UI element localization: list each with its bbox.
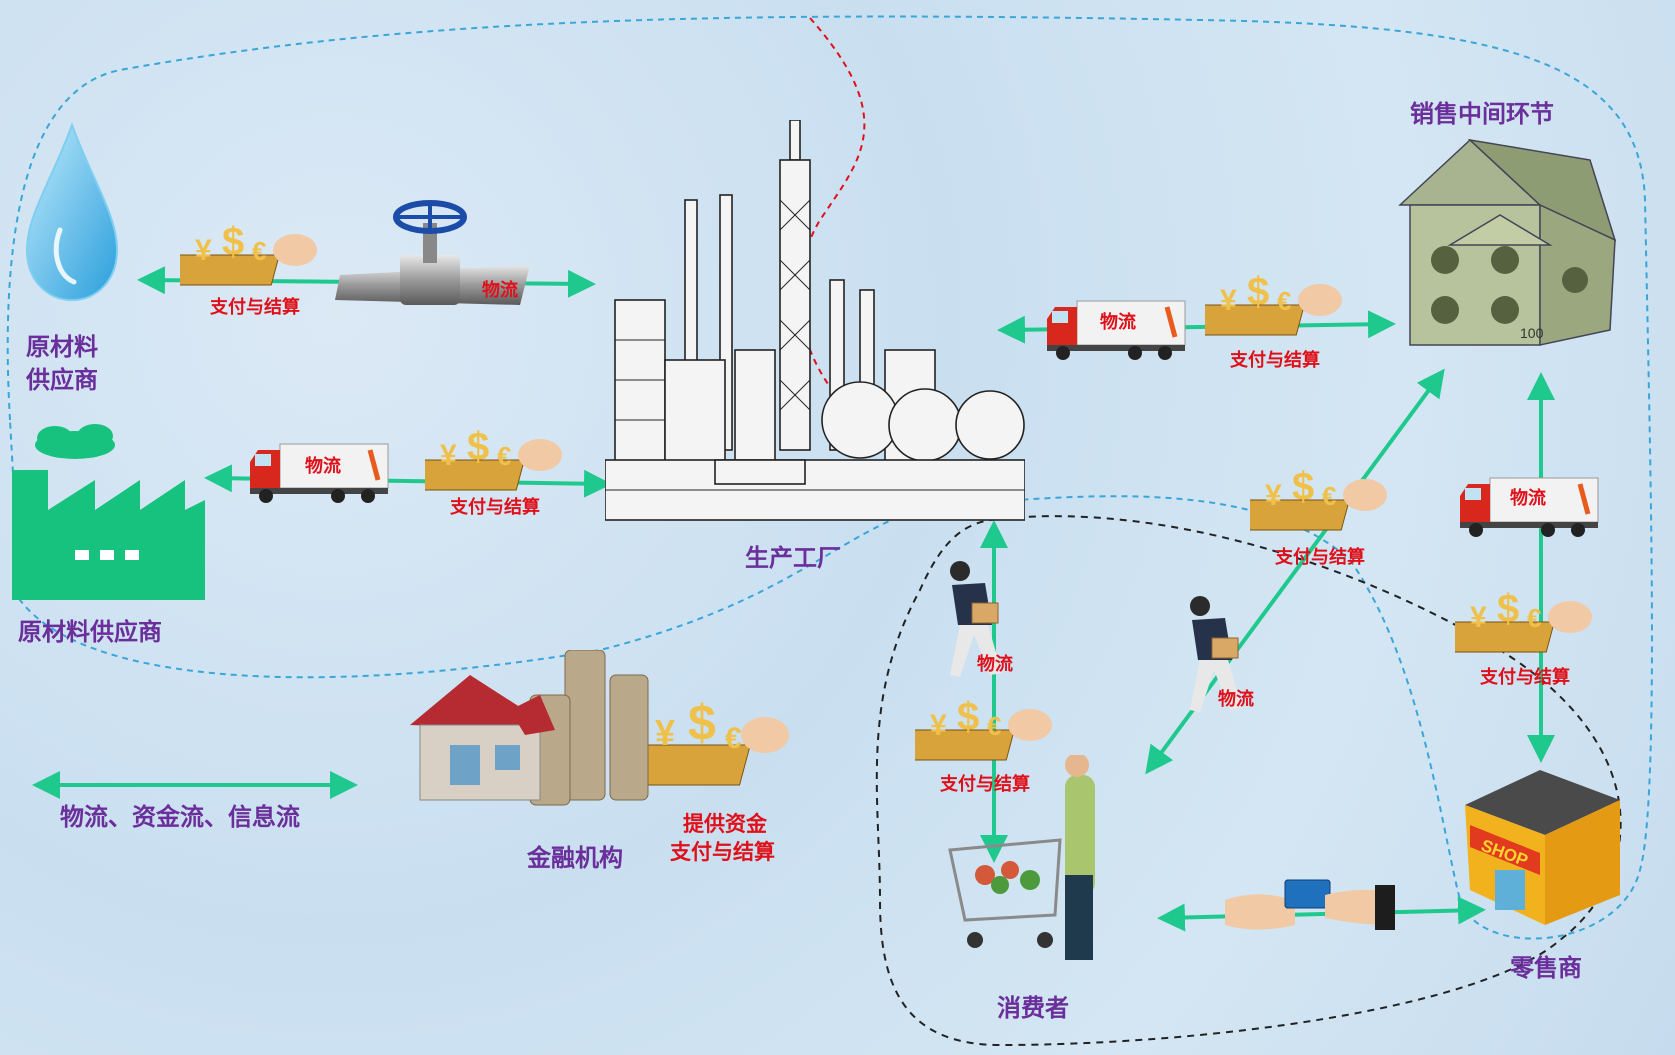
sales-middle-label: 销售中间环节 (1410, 100, 1554, 128)
card-exchange-icon (1225, 879, 1395, 930)
svg-text:¥: ¥ (930, 709, 947, 742)
svg-text:€: € (725, 722, 742, 755)
logistics-tag-sales: 物流 (1100, 312, 1136, 333)
courier-icon (950, 561, 1002, 677)
svg-text:€: € (1527, 603, 1541, 633)
svg-text:100: 100 (1520, 325, 1544, 341)
svg-text:€: € (1277, 286, 1291, 316)
factory-label: 生产工厂 (745, 544, 841, 572)
svg-text:¥: ¥ (195, 234, 212, 267)
factory-icon (12, 424, 205, 600)
retailer-label: 零售商 (1510, 954, 1582, 982)
logistics-tag-courier-2: 物流 (1218, 689, 1254, 710)
refinery-icon (605, 120, 1025, 521)
svg-text:$: $ (1292, 465, 1314, 509)
abacus-money-icon: ¥ $ € (1240, 460, 1390, 544)
svg-text:€: € (497, 441, 511, 471)
payment-tag-water: 支付与结算 (210, 297, 300, 318)
arrow-consumer-retailer (1157, 896, 1486, 932)
supplier-water-label-line1: 原材料 (26, 333, 98, 361)
finance-service-line2: 支付与结算 (670, 840, 775, 864)
svg-text:$: $ (1497, 587, 1519, 631)
svg-text:¥: ¥ (1470, 601, 1487, 634)
abacus-money-icon: ¥ $ € (415, 420, 565, 504)
payment-tag-consumer-sales: 支付与结算 (1275, 547, 1365, 568)
money-house-icon: 100 (1398, 138, 1617, 346)
logistics-tag-water: 物流 (482, 280, 518, 301)
abacus-money-icon: ¥ $ € (1445, 582, 1595, 666)
water-drop-icon (25, 122, 119, 302)
svg-text:$: $ (222, 220, 244, 264)
svg-text:$: $ (1247, 270, 1269, 314)
payment-tag-consumer: 支付与结算 (940, 774, 1030, 795)
svg-text:€: € (987, 711, 1001, 741)
svg-text:¥: ¥ (440, 439, 457, 472)
svg-text:$: $ (688, 695, 716, 751)
logistics-tag-courier-1: 物流 (977, 654, 1013, 675)
svg-text:¥: ¥ (1220, 284, 1237, 317)
supplier-water-label-line2: 供应商 (26, 366, 98, 394)
consumer-label: 消费者 (997, 994, 1069, 1022)
payment-tag-retailer: 支付与结算 (1480, 667, 1570, 688)
truck-icon (250, 443, 389, 503)
blue-dashed-boundary (6, 15, 1653, 940)
svg-text:$: $ (957, 695, 979, 739)
svg-text:$: $ (467, 425, 489, 469)
logistics-tag-supplier: 物流 (305, 456, 341, 477)
svg-text:¥: ¥ (1265, 479, 1282, 512)
bank-house-icon (410, 650, 649, 806)
abacus-money-icon: ¥ $ € (170, 215, 320, 299)
payment-tag-sales: 支付与结算 (1230, 350, 1320, 371)
courier-icon (1190, 596, 1242, 712)
finance-service-line1: 提供资金 (683, 812, 767, 836)
valve-pipe-icon (335, 200, 530, 305)
legend-label: 物流、资金流、信息流 (60, 803, 300, 831)
payment-tag-supplier: 支付与结算 (450, 497, 540, 518)
finance-label: 金融机构 (527, 844, 623, 872)
svg-text:¥: ¥ (655, 712, 675, 753)
svg-text:€: € (1322, 481, 1336, 511)
truck-icon (1047, 300, 1186, 360)
supplier-factory-label: 原材料供应商 (18, 618, 162, 646)
logistics-tag-retailer: 物流 (1510, 488, 1546, 509)
abacus-money-icon: ¥ $ € (905, 690, 1055, 774)
black-dashed-boundary (875, 515, 1622, 1047)
shopper-cart-icon (948, 755, 1095, 960)
abacus-money-icon: ¥ $ € (628, 690, 790, 804)
svg-text:€: € (252, 236, 266, 266)
truck-icon (1460, 477, 1599, 537)
abacus-money-icon: ¥ $ € (1195, 265, 1345, 349)
shop-icon: SHOP (1465, 770, 1620, 925)
